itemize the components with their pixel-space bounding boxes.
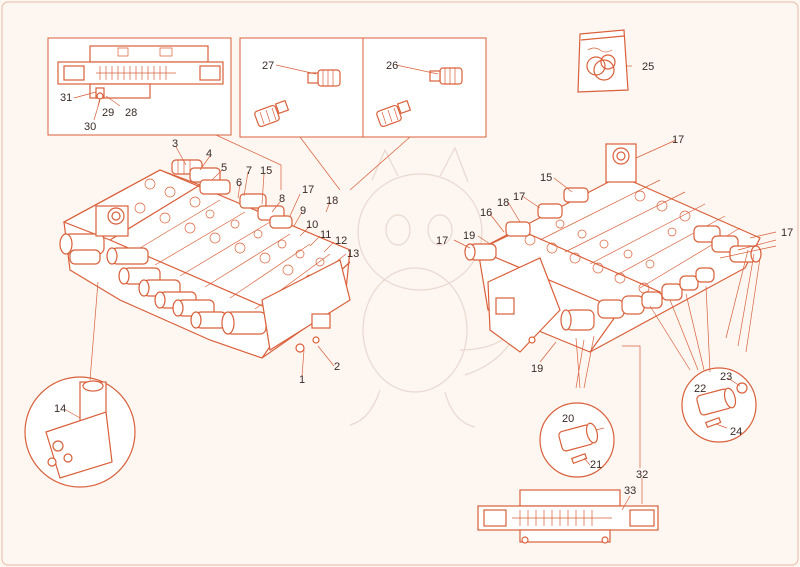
callout-c29: 29 xyxy=(102,107,114,119)
callout-c27: 27 xyxy=(262,60,274,72)
callout-c15b: 15 xyxy=(540,172,552,184)
callout-c26: 26 xyxy=(386,60,398,72)
callout-c9: 9 xyxy=(300,205,306,217)
callout-c17a: 17 xyxy=(302,184,314,196)
callout-c24: 24 xyxy=(730,426,742,438)
callout-c19a: 19 xyxy=(463,230,475,242)
bottom-section-view xyxy=(477,489,659,544)
callout-c20: 20 xyxy=(562,413,574,425)
detail-circle-plug-right xyxy=(681,367,757,443)
watermark-mascot xyxy=(349,146,521,428)
callout-c30: 30 xyxy=(84,121,96,133)
callout-c18b: 18 xyxy=(497,197,509,209)
callout-c3: 3 xyxy=(172,138,178,150)
callout-c17c: 17 xyxy=(513,191,525,203)
callout-c17b: 17 xyxy=(672,134,684,146)
callout-c15a: 15 xyxy=(260,165,272,177)
callout-c12: 12 xyxy=(335,235,347,247)
inset-fittings xyxy=(239,37,487,138)
callout-c2: 2 xyxy=(334,361,340,373)
detail-circle-plug-left xyxy=(539,402,615,478)
callout-c14: 14 xyxy=(54,403,66,415)
callout-c17e: 17 xyxy=(781,227,793,239)
callout-c1: 1 xyxy=(299,374,305,386)
callout-c8: 8 xyxy=(279,193,285,205)
detail-circle-inlet xyxy=(24,376,136,488)
callout-c4: 4 xyxy=(206,148,212,160)
callout-c28: 28 xyxy=(125,107,137,119)
callout-c22: 22 xyxy=(694,383,706,395)
callout-c5: 5 xyxy=(221,162,227,174)
callout-c10: 10 xyxy=(306,219,318,231)
callout-c6: 6 xyxy=(236,177,242,189)
seal-kit-bag xyxy=(577,29,629,93)
callout-c32: 32 xyxy=(636,469,648,481)
callout-c21: 21 xyxy=(590,459,602,471)
callout-c11: 11 xyxy=(320,229,331,241)
callout-c33: 33 xyxy=(624,485,636,497)
callout-c19b: 19 xyxy=(531,363,543,375)
callout-c23: 23 xyxy=(720,371,732,383)
inset-section-view xyxy=(47,37,232,136)
callout-c25: 25 xyxy=(642,61,654,73)
callout-c16: 16 xyxy=(480,207,492,219)
main-valve-block-right xyxy=(464,143,762,353)
callout-c31: 31 xyxy=(60,92,72,104)
leader-lines xyxy=(65,64,777,511)
callout-c18a: 18 xyxy=(326,195,338,207)
callout-c17d: 17 xyxy=(436,235,448,247)
callout-c7: 7 xyxy=(246,165,252,177)
main-valve-block-left xyxy=(59,159,351,359)
callout-c13: 13 xyxy=(347,248,359,260)
